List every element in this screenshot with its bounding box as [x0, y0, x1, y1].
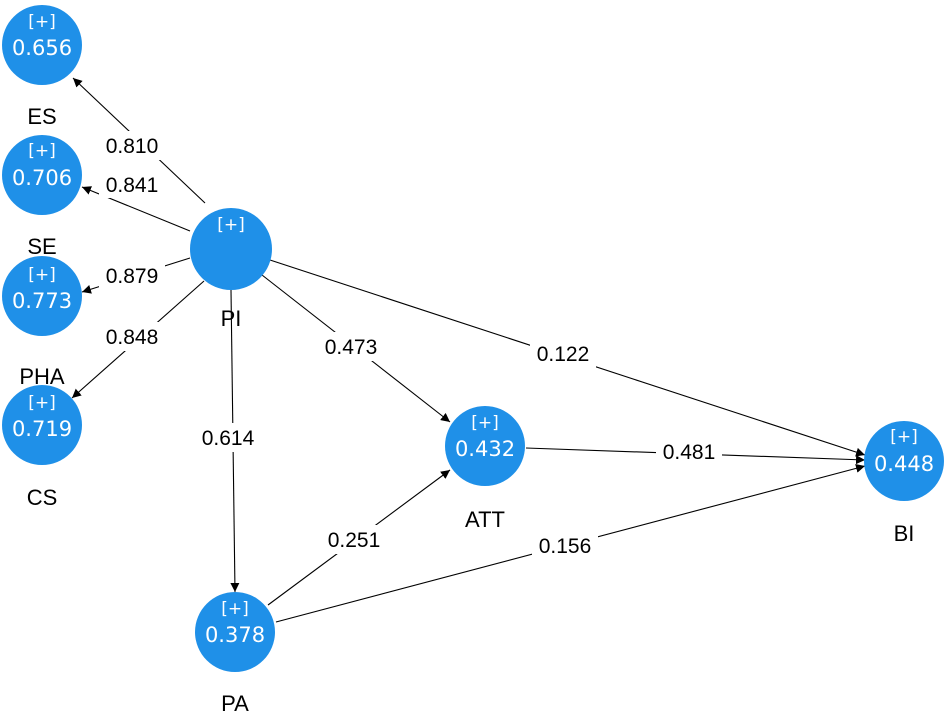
- expand-toggle-se[interactable]: [+]: [28, 141, 56, 161]
- node-value-bi: 0.448: [874, 452, 934, 476]
- node-value-es: 0.656: [12, 36, 72, 60]
- edge-label-pi-cs: 0.848: [106, 326, 159, 349]
- node-value-pa: 0.378: [205, 623, 265, 647]
- edge-pi-bi: 0.122: [269, 259, 866, 457]
- nodes-layer: [+] 0.656 ES [+] 0.706 SE [+] 0.773 PHA …: [2, 5, 944, 716]
- edge-pi-pa: 0.614: [195, 289, 261, 593]
- expand-toggle-bi[interactable]: [+]: [890, 427, 918, 447]
- edge-pi-es: 0.810: [72, 77, 206, 204]
- edge-label-pi-bi: 0.122: [537, 343, 590, 366]
- expand-toggle-cs[interactable]: [+]: [28, 393, 56, 413]
- node-label-es: ES: [27, 104, 56, 129]
- node-value-pha: 0.773: [12, 289, 72, 313]
- node-label-bi: BI: [894, 521, 915, 546]
- node-bi[interactable]: [+] 0.448 BI: [864, 421, 944, 546]
- edge-label-att-bi: 0.481: [663, 441, 716, 464]
- edge-pi-se: 0.841: [81, 169, 191, 232]
- edge-pa-bi: 0.156: [275, 463, 866, 623]
- expand-toggle-pa[interactable]: [+]: [221, 599, 249, 619]
- node-att[interactable]: [+] 0.432 ATT: [445, 406, 525, 532]
- expand-toggle-pha[interactable]: [+]: [28, 265, 56, 285]
- node-label-pha: PHA: [19, 364, 65, 389]
- node-label-pa: PA: [221, 691, 249, 716]
- node-label-cs: CS: [27, 485, 58, 510]
- edge-label-pi-pha: 0.879: [106, 265, 159, 288]
- node-value-se: 0.706: [12, 166, 72, 190]
- edge-label-pi-att: 0.473: [325, 336, 378, 359]
- edge-pa-att: 0.251: [267, 469, 451, 606]
- node-es[interactable]: [+] 0.656 ES: [2, 5, 82, 129]
- edge-att-bi: 0.481: [525, 437, 866, 466]
- node-pa[interactable]: [+] 0.378 PA: [195, 592, 275, 716]
- edge-pi-att: 0.473: [261, 274, 451, 423]
- node-pha[interactable]: [+] 0.773 PHA: [2, 256, 82, 389]
- node-value-att: 0.432: [455, 437, 515, 461]
- edge-pi-cs: 0.848: [71, 280, 205, 399]
- edge-label-pi-se: 0.841: [106, 174, 159, 197]
- expand-toggle-es[interactable]: [+]: [28, 12, 56, 32]
- edge-label-pa-bi: 0.156: [539, 535, 592, 558]
- edge-label-pa-att: 0.251: [328, 529, 381, 552]
- node-cs[interactable]: [+] 0.719 CS: [2, 385, 82, 510]
- edge-label-pi-es: 0.810: [106, 135, 159, 158]
- edge-label-pi-pa: 0.614: [202, 427, 255, 450]
- edges-layer: 0.810 0.841 0.879 0.848 0.473 0.122: [71, 77, 866, 623]
- node-se[interactable]: [+] 0.706 SE: [2, 135, 82, 259]
- node-label-pi: PI: [221, 306, 242, 331]
- node-label-se: SE: [27, 234, 56, 259]
- edge-pi-pha: 0.879: [81, 257, 191, 294]
- expand-toggle-att[interactable]: [+]: [471, 413, 499, 433]
- expand-toggle-pi[interactable]: [+]: [217, 215, 245, 235]
- node-pi[interactable]: [+] PI: [190, 208, 272, 331]
- node-label-att: ATT: [465, 507, 505, 532]
- node-value-cs: 0.719: [12, 417, 72, 441]
